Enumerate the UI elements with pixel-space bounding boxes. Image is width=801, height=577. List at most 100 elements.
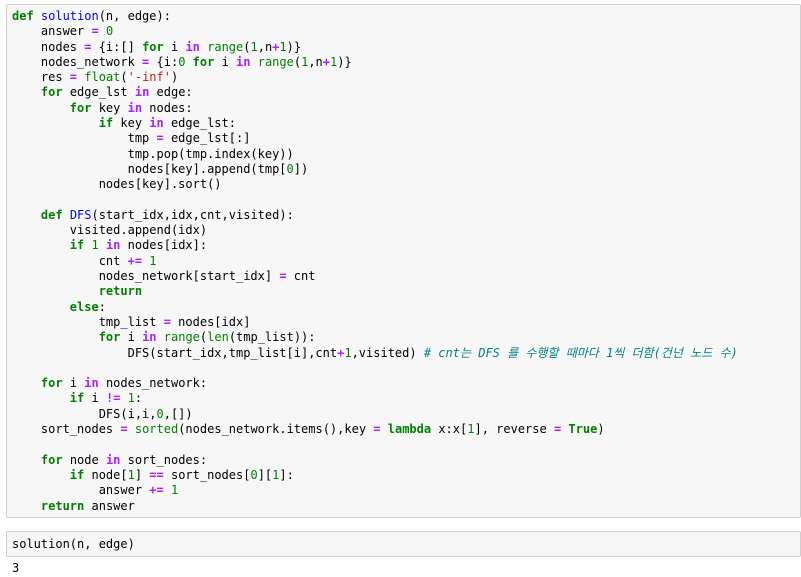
code-token xyxy=(12,330,99,344)
code-token: lambda xyxy=(387,422,432,437)
code-token: != xyxy=(105,391,121,406)
code-token: if xyxy=(69,467,85,482)
code-token: 1 xyxy=(170,483,179,498)
code-line: for edge_lst in edge: xyxy=(12,85,738,100)
code-token: else xyxy=(69,299,99,314)
code-token: cnt xyxy=(286,269,316,284)
code-line: if i != 1: xyxy=(12,391,738,406)
code-line: for node in sort_nodes: xyxy=(12,453,738,468)
code-token: = xyxy=(279,269,287,284)
code-token xyxy=(12,284,99,298)
code-line: ​ xyxy=(12,193,738,208)
code-line: answer += 1 xyxy=(12,483,738,498)
code-line: tmp_list = nodes[idx] xyxy=(12,315,738,330)
code-token: {i: xyxy=(149,54,179,69)
code-token: nodes: xyxy=(142,100,193,115)
input-code[interactable]: solution(n, edge) xyxy=(12,537,135,551)
code-token: = xyxy=(156,131,164,146)
code-token: = xyxy=(91,24,99,39)
code-token: nodes[idx] xyxy=(170,314,251,329)
code-token: for xyxy=(40,85,63,100)
code-token: if xyxy=(69,391,85,406)
code-token: in xyxy=(134,85,150,100)
code-token: 0 xyxy=(250,467,258,482)
code-line: ​ xyxy=(12,437,738,452)
code-token: = xyxy=(69,70,78,85)
code-token: solution xyxy=(40,9,99,23)
code-token: answer xyxy=(12,24,92,39)
code-token xyxy=(12,85,41,99)
code-token: + xyxy=(322,54,330,69)
code-token: x:x[ xyxy=(431,422,468,437)
code-line: nodes_network[start_idx] = cnt xyxy=(12,269,738,284)
code-token xyxy=(185,55,192,69)
code-token xyxy=(12,453,41,467)
code-cell[interactable]: def solution(n, edge): answer = 0 nodes … xyxy=(6,4,801,518)
code-token: answer xyxy=(12,483,150,498)
code-token: visited.append(idx) xyxy=(12,223,208,238)
code-token: == xyxy=(149,467,164,482)
code-token: : xyxy=(134,391,143,406)
code-token: # cnt는 DFS 를 수행할 때마다 1씩 더함(건넌 노드 수) xyxy=(423,345,738,360)
code-token xyxy=(12,468,70,482)
code-token: 1 xyxy=(250,39,258,54)
code-token xyxy=(12,300,70,314)
code-token: ,visited) xyxy=(351,345,424,360)
code-token: (tmp_list)): xyxy=(228,330,316,345)
code-line: def DFS(start_idx,idx,cnt,visited): xyxy=(12,208,738,223)
code-token: 1 xyxy=(467,422,475,437)
code-token xyxy=(12,376,41,390)
input-cell[interactable]: solution(n, edge) xyxy=(6,531,801,557)
code-token: ( xyxy=(243,39,251,54)
code-token: ,[]) xyxy=(163,406,193,421)
code-token: nodes[key].append(tmp[ xyxy=(12,161,287,176)
output-result: 3 xyxy=(12,561,20,575)
code-line: tmp = edge_lst[:] xyxy=(12,131,738,146)
code-line: for i in range(len(tmp_list)): xyxy=(12,330,738,345)
code-line: answer = 0 xyxy=(12,24,738,39)
code-token: + xyxy=(337,345,345,360)
code-token: range xyxy=(207,39,244,54)
code-token: def xyxy=(40,207,70,222)
code-token: ,n xyxy=(308,54,323,69)
code-line: visited.append(idx) xyxy=(12,223,738,238)
code-token: = xyxy=(553,422,562,437)
code-token: sort_nodes[ xyxy=(163,467,251,482)
code-token: ( xyxy=(120,70,128,85)
code-token: edge: xyxy=(149,85,193,100)
code-line: if key in edge_lst: xyxy=(12,116,738,131)
code-token: if xyxy=(69,238,85,253)
code-token: tmp.pop(tmp.index(key)) xyxy=(12,146,294,161)
code-line: DFS(i,i,0,[]) xyxy=(12,407,738,422)
code-line: nodes[key].sort() xyxy=(12,177,738,192)
code-token xyxy=(12,101,70,115)
code-token xyxy=(12,208,41,222)
code-token: 0 xyxy=(286,161,294,176)
code-editor[interactable]: def solution(n, edge): answer = 0 nodes … xyxy=(12,9,738,514)
code-token: for xyxy=(40,452,63,467)
code-token: + xyxy=(272,39,280,54)
code-token: i xyxy=(163,39,186,54)
code-token: i xyxy=(62,376,85,391)
code-token: nodes_network[start_idx] xyxy=(12,269,280,284)
code-token xyxy=(250,55,257,69)
code-token xyxy=(12,238,70,252)
code-token: : xyxy=(98,299,106,314)
code-token xyxy=(12,499,41,513)
code-token: 1 xyxy=(272,467,280,482)
code-token: return xyxy=(40,498,85,513)
code-token: tmp_list xyxy=(12,314,164,329)
code-token: in xyxy=(142,330,157,345)
code-token: 1 xyxy=(127,391,135,406)
code-line: return answer xyxy=(12,499,738,514)
code-line: if 1 in nodes[idx]: xyxy=(12,238,738,253)
code-token: cnt xyxy=(12,253,128,268)
code-token: node[ xyxy=(84,467,128,482)
code-token: in xyxy=(105,238,121,253)
code-token xyxy=(99,24,106,38)
code-token: {i:[] xyxy=(91,39,143,54)
code-token: i xyxy=(84,391,106,406)
code-token: ]) xyxy=(293,161,309,176)
code-token xyxy=(99,238,106,252)
code-token: DFS(i,i, xyxy=(12,406,157,421)
